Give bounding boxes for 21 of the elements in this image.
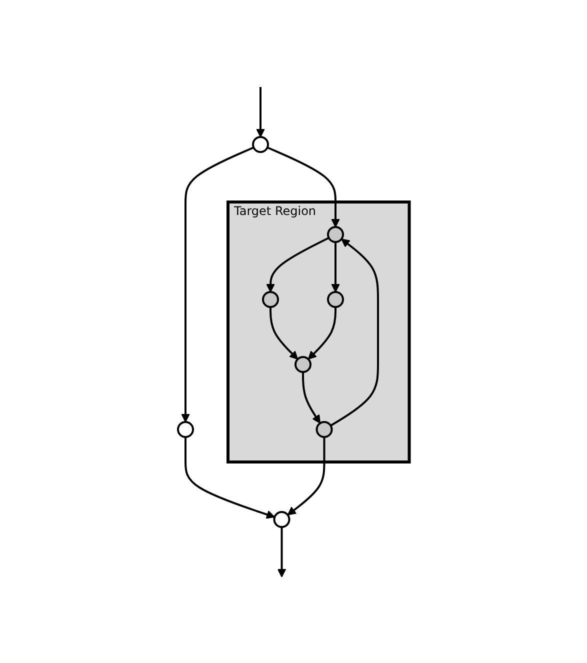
arrow <box>308 306 336 360</box>
node-circle <box>273 510 290 528</box>
arrow <box>302 372 320 424</box>
node-circle <box>316 420 333 438</box>
arrow <box>256 86 265 137</box>
arrow <box>184 436 275 518</box>
arrow <box>330 242 340 292</box>
cluster <box>226 200 411 463</box>
arrow <box>180 146 254 422</box>
node-circle <box>252 136 269 152</box>
arrow <box>269 306 298 360</box>
node-circle <box>294 356 312 372</box>
arrow <box>330 238 379 426</box>
node-circle <box>326 226 344 242</box>
arrow <box>266 146 340 227</box>
node-circle <box>326 290 344 308</box>
arrow <box>266 236 330 292</box>
arrow <box>277 526 286 577</box>
node-circle <box>262 290 279 308</box>
node-circle <box>176 420 194 438</box>
arrow <box>287 436 326 515</box>
